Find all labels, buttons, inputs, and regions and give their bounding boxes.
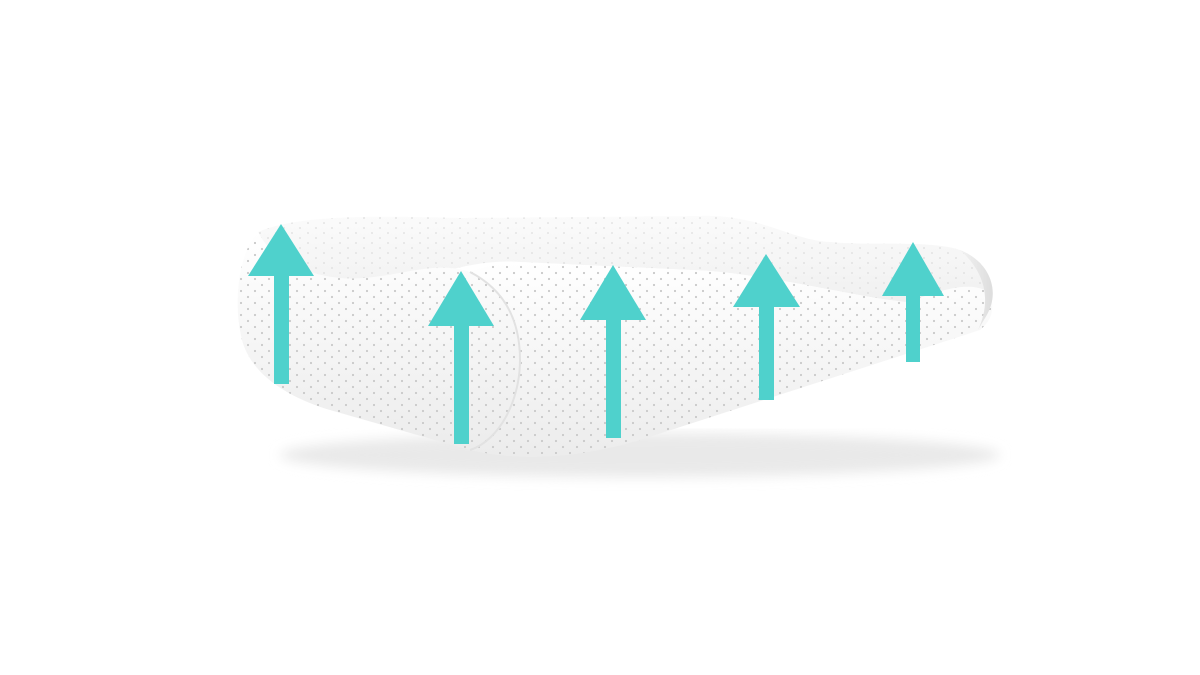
arrow-up-icon	[428, 271, 494, 444]
arrow-up-icon	[248, 224, 314, 384]
arrow-up-icon	[733, 254, 800, 400]
pillow-right-end	[960, 250, 993, 330]
arrow-up-icon	[580, 265, 646, 438]
arrow-up-icon	[882, 242, 944, 362]
